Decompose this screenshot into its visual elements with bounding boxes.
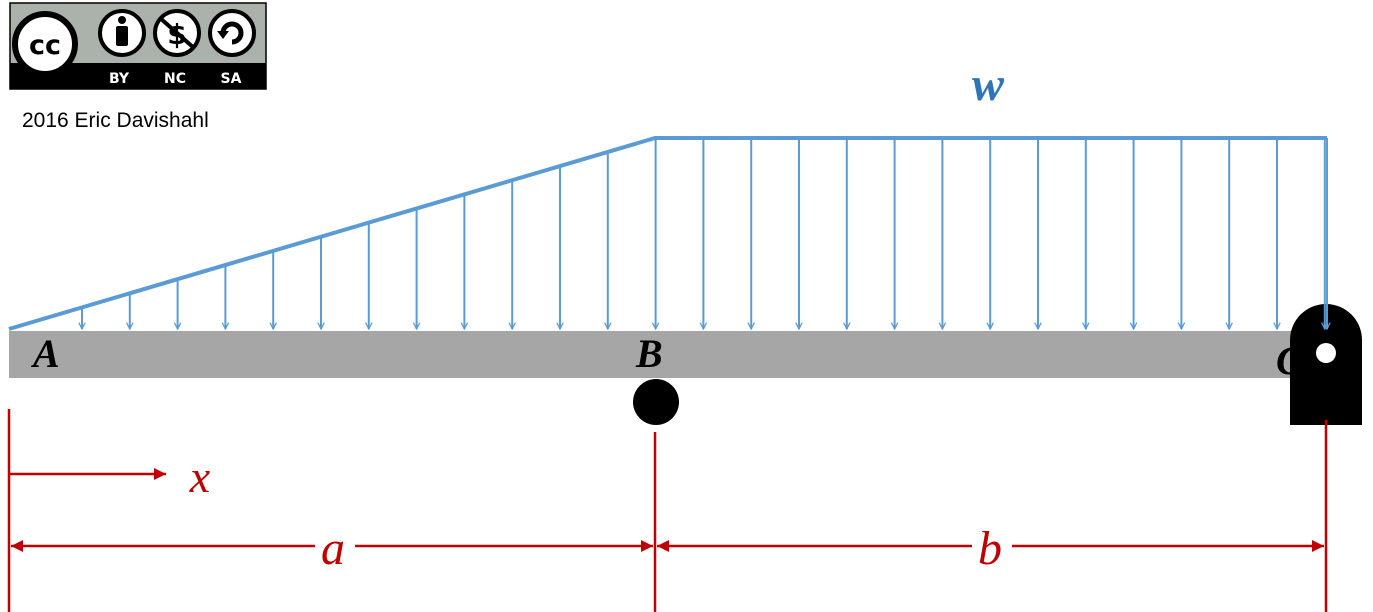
load-outline [8,136,1327,331]
label-dimension-a: a [321,522,345,575]
label-point-b: B [635,331,663,376]
label-load-w: w [972,58,1005,111]
label-x: x [189,451,211,502]
beam [9,331,1352,378]
label-dimension-b: b [978,522,1002,575]
attribution-icon [98,9,146,57]
cc-logo-icon: cc [12,11,78,77]
svg-text:cc: cc [29,30,61,61]
label-point-a: A [30,331,60,376]
badge-by-label: BY [109,71,130,87]
badge-sa-label: SA [221,71,242,87]
pin-icon [1316,343,1336,363]
non-commercial-icon: $ [153,9,201,57]
distributed-load [82,138,1327,329]
dimensions [7,409,1328,612]
badge-nc-label: NC [164,71,186,87]
pin-support-c [1290,304,1362,425]
roller-support-b [633,379,679,425]
share-alike-icon [208,9,256,57]
credit-text: 2016 Eric Davishahl [22,109,209,132]
cc-license-badge: cc $ BY NC SA [9,2,267,90]
label-point-c: C [1276,338,1304,383]
